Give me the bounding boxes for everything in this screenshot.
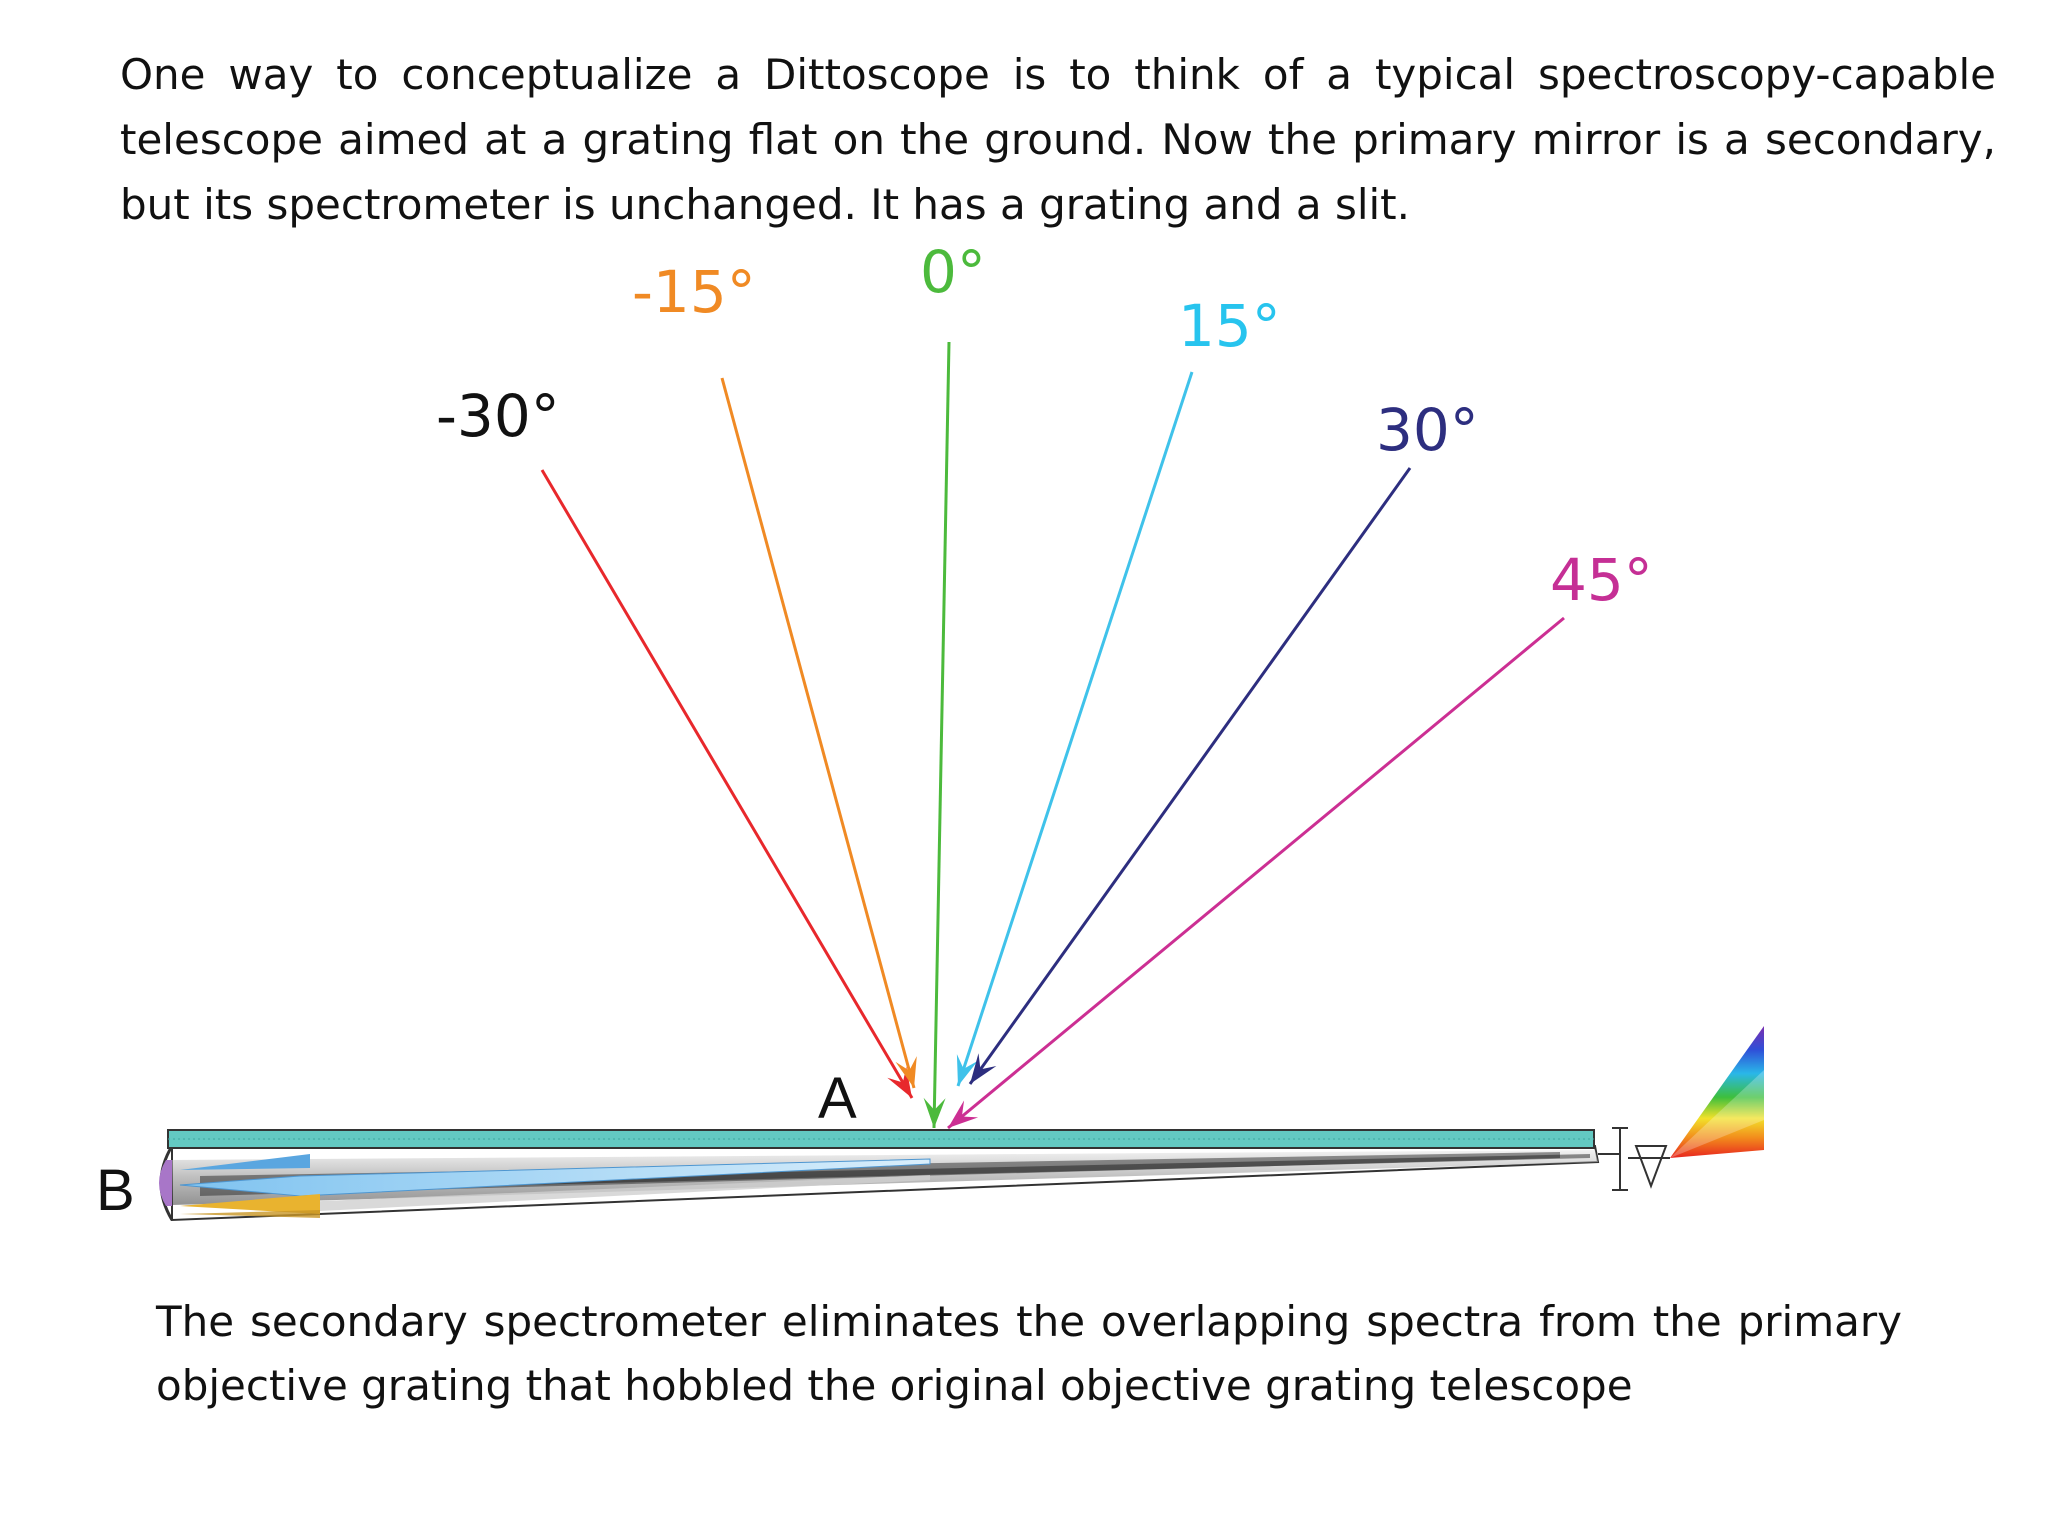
point-a-label: A xyxy=(818,1066,857,1131)
return-beams xyxy=(179,1154,931,1218)
primary-mirror xyxy=(159,1145,174,1221)
point-b-label: B xyxy=(96,1158,135,1223)
arrowhead-45-deg xyxy=(948,1100,979,1128)
ray-0-deg xyxy=(932,341,951,1129)
caption-paragraph: The secondary spectrometer eliminates th… xyxy=(156,1297,1902,1410)
slit-eyepiece xyxy=(1598,1127,1670,1191)
grating-flat xyxy=(167,1129,1595,1149)
angle-labels: -30° -15° 0° 15° 30° 45° xyxy=(436,238,1653,614)
ray-45-deg xyxy=(947,616,1565,1130)
angle-label-0-deg: 0° xyxy=(920,238,986,306)
arrowhead-15-deg xyxy=(956,1054,978,1086)
ray-15-deg xyxy=(956,371,1194,1087)
angle-label-30-deg: 30° xyxy=(1376,396,1479,464)
angle-label-45-deg: 45° xyxy=(1550,546,1653,614)
angle-label-15-deg: 15° xyxy=(1178,292,1281,360)
arrowhead-30-deg xyxy=(970,1053,997,1084)
ray-minus-30-deg xyxy=(540,469,914,1099)
angle-label-minus-15-deg: -15° xyxy=(632,258,756,326)
intro-paragraph: One way to conceptualize a Dittoscope is… xyxy=(120,50,1996,229)
arrowhead-minus-15-deg xyxy=(895,1056,917,1088)
ray-30-deg xyxy=(968,467,1412,1085)
spectrum-fan xyxy=(1670,1026,1764,1158)
angle-label-minus-30-deg: -30° xyxy=(436,382,560,450)
arrowhead-0-deg xyxy=(923,1097,946,1128)
incident-rays xyxy=(540,341,1565,1130)
ray-minus-15-deg xyxy=(720,377,916,1089)
